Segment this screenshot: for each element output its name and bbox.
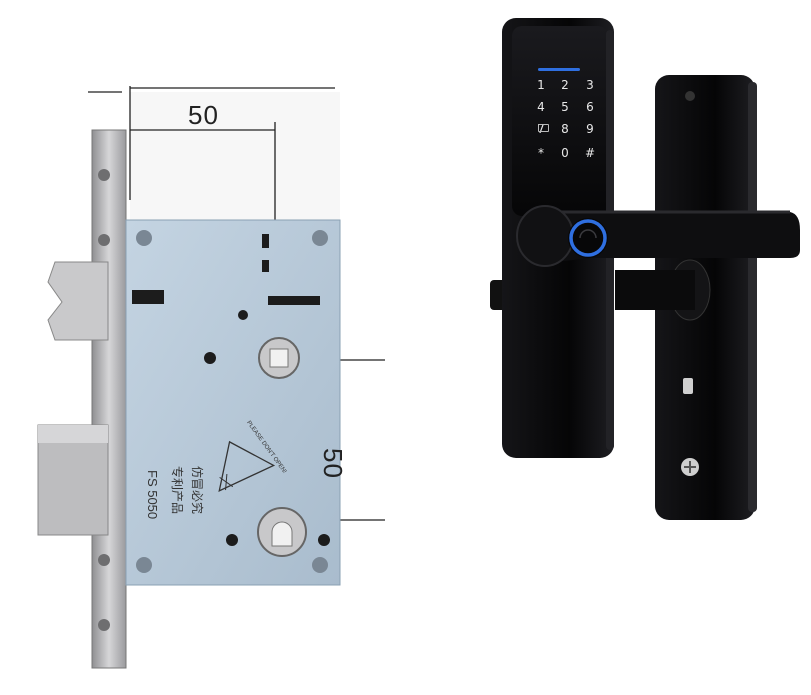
- key-star[interactable]: *: [538, 146, 544, 160]
- fingerprint-ring: [569, 219, 607, 257]
- lever-handle: [540, 212, 800, 262]
- key-3[interactable]: 3: [586, 78, 594, 92]
- dimension-backdrop: [130, 92, 340, 222]
- key-0[interactable]: 0: [561, 146, 569, 160]
- face-screw-bottom: [98, 619, 110, 631]
- latch-bolt: [47, 261, 109, 341]
- case-screw-br: [312, 557, 328, 573]
- key-1[interactable]: 1: [537, 78, 545, 92]
- key-7[interactable]: 7: [537, 122, 545, 136]
- key-9[interactable]: 9: [586, 122, 594, 136]
- touch-panel: [512, 26, 608, 216]
- fingerprint-reader: [568, 218, 608, 258]
- dead-bolt: [37, 424, 109, 536]
- card-reader-icon: [538, 124, 549, 132]
- key-6[interactable]: 6: [586, 100, 594, 114]
- key-2[interactable]: 2: [561, 78, 569, 92]
- case-screw-tl: [136, 230, 152, 246]
- backset-dimension-label: 50: [188, 100, 219, 130]
- status-light: [538, 68, 580, 71]
- key-8[interactable]: 8: [561, 122, 569, 136]
- emergency-key-slot: [683, 378, 693, 394]
- face-screw-top: [98, 169, 110, 181]
- key-5[interactable]: 5: [561, 100, 569, 114]
- key-4[interactable]: 4: [537, 100, 545, 114]
- key-hash[interactable]: #: [584, 146, 596, 160]
- warning-triangle: [218, 440, 276, 492]
